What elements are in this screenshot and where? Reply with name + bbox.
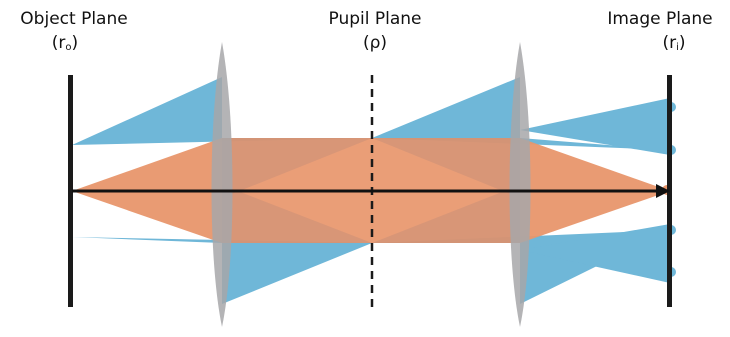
beam-right-mid-lower xyxy=(520,224,670,283)
pupil-plane-symbol: (ρ) xyxy=(362,33,388,53)
object-plane-symbol: (ro) xyxy=(35,33,95,58)
overlap-upper-right xyxy=(372,138,520,198)
image-plane-symbol: (ri) xyxy=(644,33,704,58)
beam-right-upper xyxy=(372,77,670,150)
pupil-plane-title: Pupil Plane xyxy=(328,9,422,29)
object-plane-line xyxy=(68,75,73,307)
overlap-upper xyxy=(222,138,372,198)
image-plane-title: Image Plane xyxy=(607,9,713,29)
object-plane-title: Object Plane xyxy=(20,9,128,29)
beam-right-mid-upper xyxy=(520,98,670,155)
overlap-lower xyxy=(222,185,372,243)
object-plane-symbol-sub: o xyxy=(65,42,72,53)
image-plane-symbol-close: ) xyxy=(678,33,686,53)
image-plane-symbol-sub: i xyxy=(676,42,679,53)
lens-left xyxy=(211,42,233,327)
object-plane-symbol-close: ) xyxy=(71,33,79,53)
overlap-lower-right xyxy=(372,185,520,243)
object-plane-symbol-open: (r xyxy=(51,33,66,53)
image-plane-symbol-open: (r xyxy=(662,33,677,53)
lens-right xyxy=(509,42,531,327)
optical-axis-arrowhead xyxy=(656,184,670,198)
